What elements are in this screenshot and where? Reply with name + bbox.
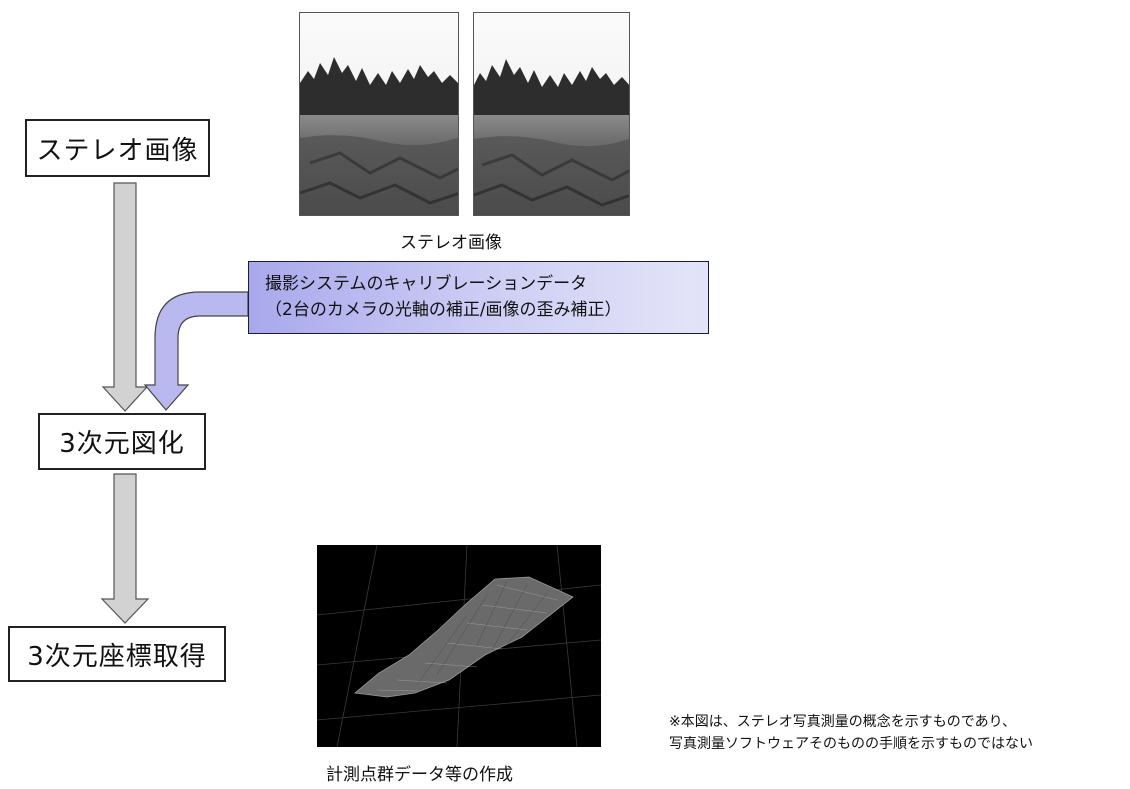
- point-cloud-image: [316, 544, 602, 748]
- step-plotting-label: 3次元図化: [59, 429, 185, 459]
- calibration-data-box: 撮影システムのキャリブレーションデータ （2台のカメラの光軸の補正/画像の歪み補…: [248, 261, 709, 334]
- calibration-line-2: （2台のカメラの光軸の補正/画像の歪み補正）: [265, 300, 622, 320]
- point-cloud-caption: 計測点群データ等の作成: [326, 765, 513, 785]
- step-3d-coordinates: 3次元座標取得: [8, 626, 226, 682]
- footnote-line-1: ※本図は、ステレオ写真測量の概念を示すものであり、: [669, 714, 1017, 730]
- footnote: ※本図は、ステレオ写真測量の概念を示すものであり、 写真測量ソフトウェアそのもの…: [669, 711, 1033, 755]
- step-stereo-label: ステレオ画像: [36, 135, 199, 166]
- step-stereo-images: ステレオ画像: [25, 119, 210, 177]
- footnote-line-2: 写真測量ソフトウェアそのものの手順を示すものではない: [669, 736, 1033, 752]
- step-coords-label: 3次元座標取得: [27, 641, 207, 672]
- flow-arrow-1: [101, 182, 149, 412]
- stereo-image-caption: ステレオ画像: [400, 233, 502, 253]
- stereo-photo-right: [473, 12, 630, 216]
- stereo-photo-left: [299, 12, 459, 216]
- step-3d-plotting: 3次元図化: [38, 413, 206, 470]
- calibration-arrow: [143, 291, 249, 411]
- flow-arrow-2: [100, 473, 150, 624]
- calibration-line-1: 撮影システムのキャリブレーションデータ: [265, 274, 588, 294]
